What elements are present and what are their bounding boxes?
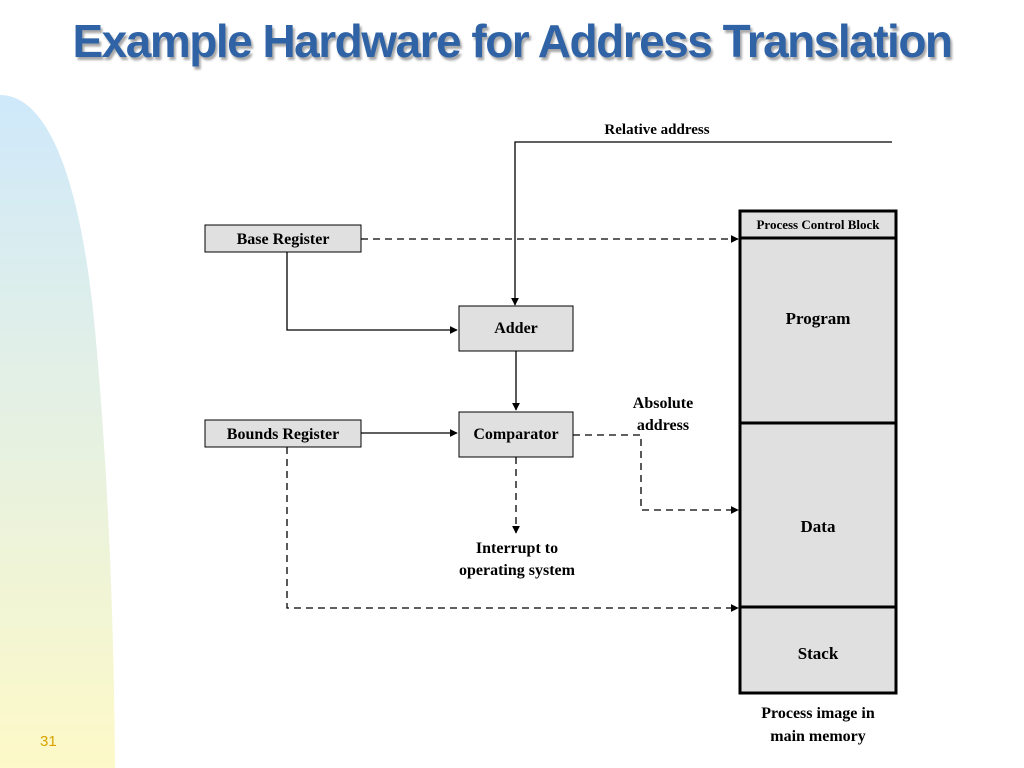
stack-label: Stack: [798, 644, 839, 663]
bounds-to-stack-arrow: [286, 447, 739, 612]
program-label: Program: [786, 309, 851, 328]
process-image-caption-1: Process image in: [761, 705, 875, 722]
data-label: Data: [801, 517, 836, 536]
bounds-register-label: Bounds Register: [227, 426, 339, 443]
process-image-column: Process Control Block Program Data Stack: [738, 209, 898, 695]
interrupt-label-2: operating system: [459, 562, 576, 579]
adder-label: Adder: [494, 320, 538, 337]
process-image-caption-2: main memory: [770, 728, 866, 745]
comparator-box: Comparator: [458, 411, 574, 458]
base-to-adder-arrow: [286, 252, 458, 334]
relative-address-connector: [511, 141, 892, 306]
absolute-address-label-1: Absolute: [633, 395, 693, 412]
bounds-register-box: Bounds Register: [204, 419, 362, 448]
interrupt-label-1: Interrupt to: [476, 540, 558, 557]
base-register-box: Base Register: [204, 224, 362, 253]
adder-box: Adder: [458, 305, 574, 352]
base-register-label: Base Register: [237, 231, 330, 248]
slide-number: 31: [40, 733, 57, 750]
comparator-label: Comparator: [473, 426, 558, 443]
absolute-address-label-2: address: [637, 417, 689, 434]
pcb-label: Process Control Block: [756, 217, 880, 232]
relative-address-label: Relative address: [604, 122, 709, 138]
comparator-to-data-arrow: [573, 434, 739, 514]
slide-title: Example Hardware for Address Translation: [72, 15, 953, 67]
